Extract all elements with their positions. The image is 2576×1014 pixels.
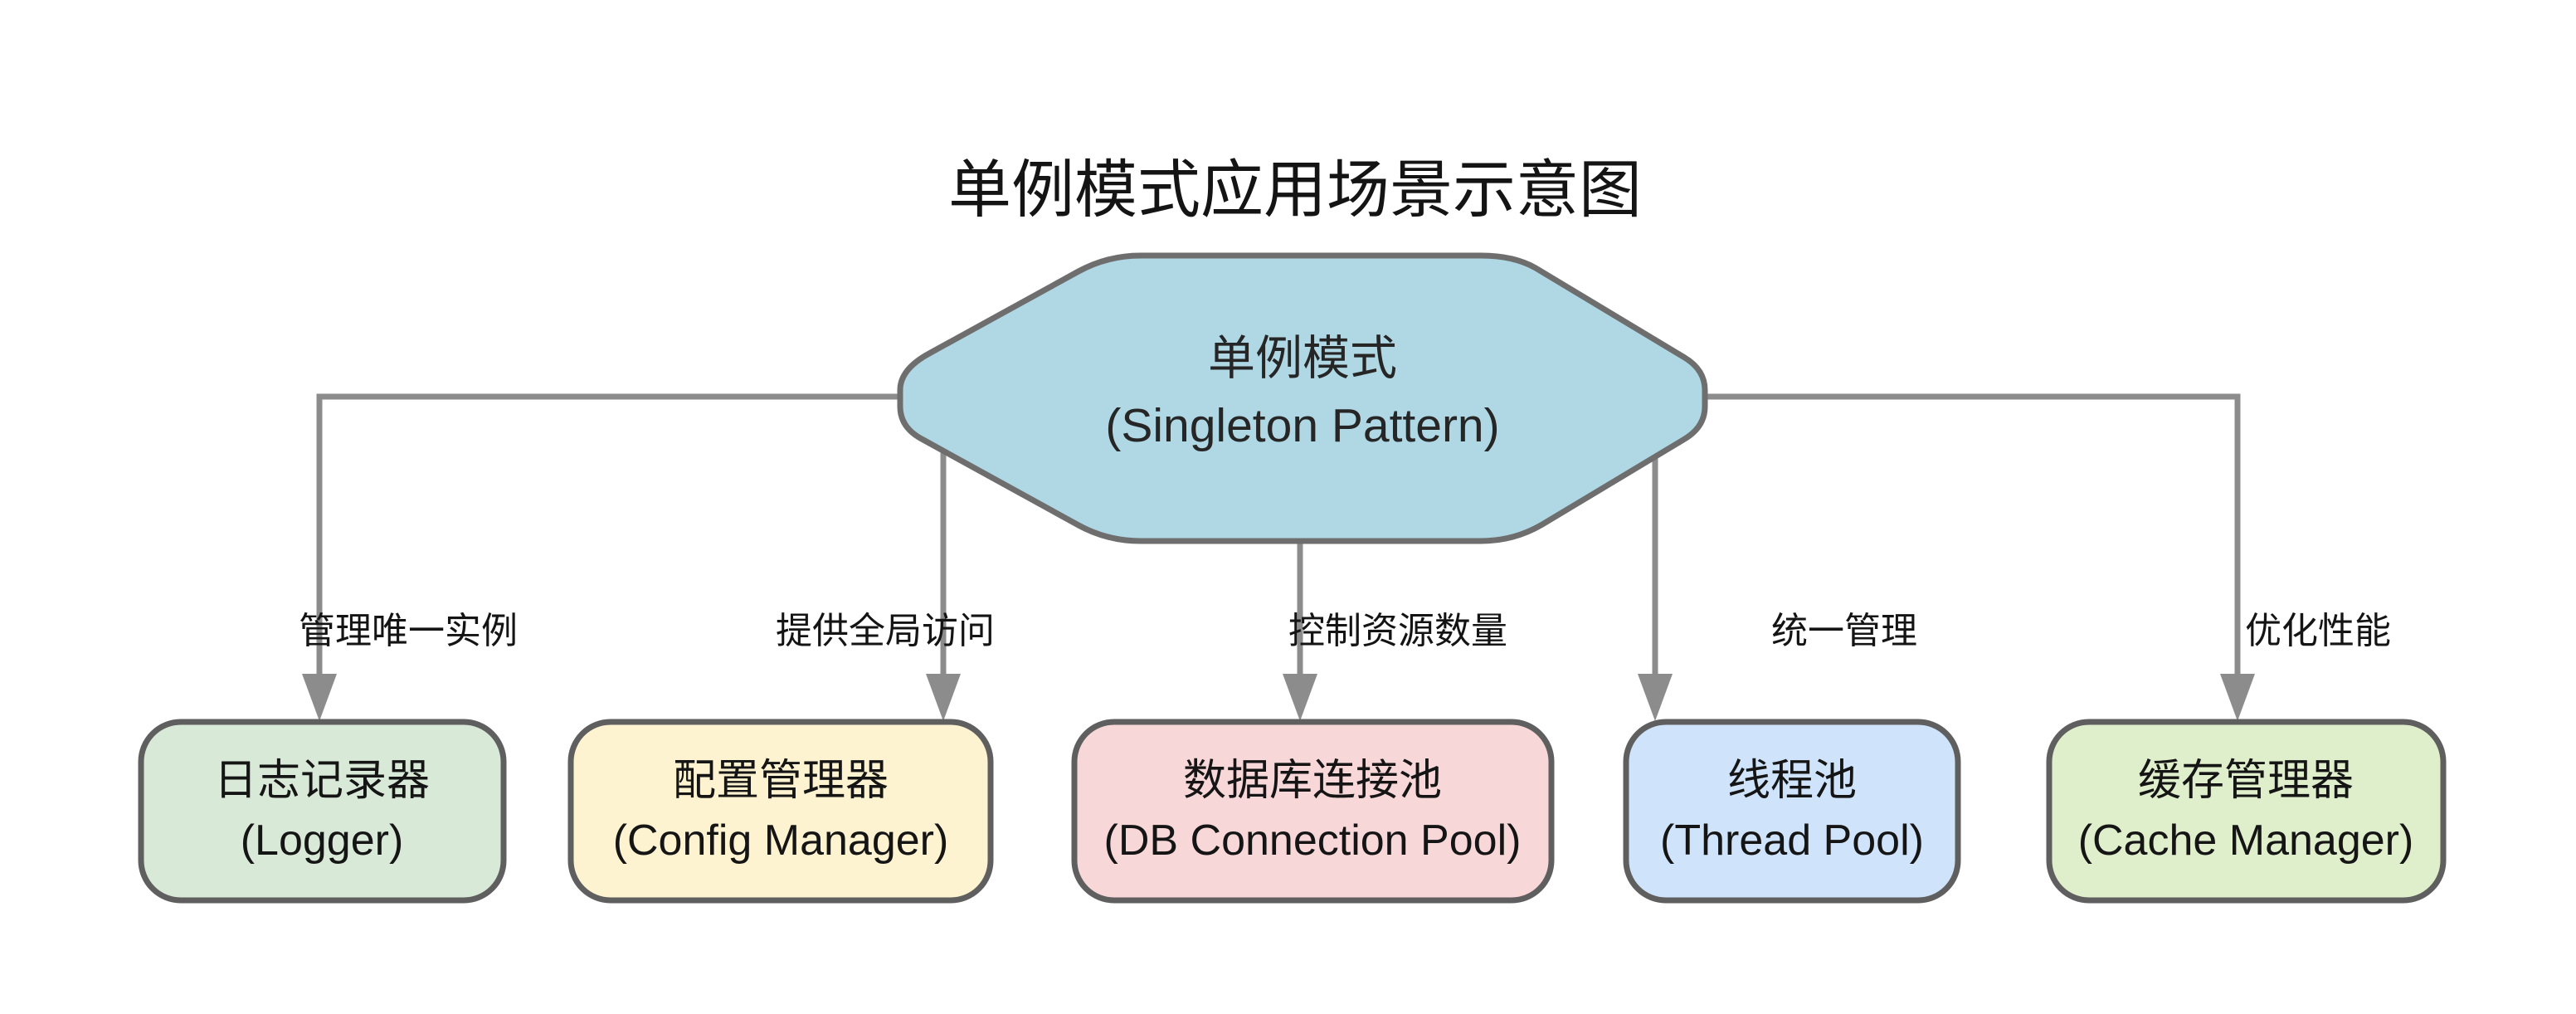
- edge-label-manage-unique-instance: 管理唯一实例: [299, 611, 518, 651]
- node-cache-manager: 缓存管理器 (Cache Manager): [2046, 719, 2447, 904]
- arrowhead-down-icon: [302, 674, 337, 721]
- node-config-manager: 配置管理器 (Config Manager): [567, 719, 994, 904]
- db-connection-pool-box-shape: [1071, 719, 1555, 904]
- thread-pool-box-shape: [1623, 719, 1961, 904]
- logger-label-zh: 日志记录器: [214, 757, 430, 805]
- singleton-label-en: (Singleton Pattern): [1105, 399, 1499, 452]
- edge-label-optimize-performance: 优化性能: [2245, 611, 2391, 651]
- config-manager-label-en: (Config Manager): [613, 817, 949, 865]
- singleton-label-zh: 单例模式: [1208, 332, 1397, 385]
- thread-pool-label-en: (Thread Pool): [1660, 817, 1924, 865]
- arrowhead-down-icon: [1638, 674, 1673, 721]
- config-manager-label-zh: 配置管理器: [673, 757, 889, 805]
- page-title: 单例模式应用场景示意图: [948, 155, 1642, 226]
- cache-manager-label-en: (Cache Manager): [2078, 817, 2414, 865]
- edge-thread-pool: [1638, 419, 1673, 721]
- logger-label-en: (Logger): [241, 817, 404, 865]
- arrowhead-down-icon: [926, 674, 961, 721]
- edge-cache-manager: [1684, 393, 2255, 721]
- cache-manager-label-zh: 缓存管理器: [2138, 757, 2354, 805]
- thread-pool-label-zh: 线程池: [1727, 757, 1857, 805]
- node-thread-pool: 线程池 (Thread Pool): [1623, 719, 1961, 904]
- cache-manager-box-shape: [2046, 719, 2447, 904]
- singleton-octagon-shape: [897, 252, 1708, 544]
- db-connection-pool-label-zh: 数据库连接池: [1183, 757, 1442, 805]
- node-logger: 日志记录器 (Logger): [138, 719, 507, 904]
- edge-label-control-resources: 控制资源数量: [1288, 611, 1507, 651]
- connector-line: [316, 393, 929, 674]
- edge-label-global-access: 提供全局访问: [776, 611, 995, 651]
- arrowhead-down-icon: [2220, 674, 2255, 721]
- connector-line: [1684, 393, 2241, 674]
- edge-label-unified-management: 统一管理: [1771, 611, 1917, 651]
- node-singleton: 单例模式 (Singleton Pattern): [897, 252, 1708, 544]
- arrowhead-down-icon: [1283, 674, 1317, 721]
- logger-box-shape: [138, 719, 507, 904]
- db-connection-pool-label-en: (DB Connection Pool): [1104, 817, 1522, 865]
- edge-config-manager: [926, 419, 961, 721]
- node-db-connection-pool: 数据库连接池 (DB Connection Pool): [1071, 719, 1555, 904]
- config-manager-box-shape: [567, 719, 994, 904]
- edge-logger: [302, 393, 929, 721]
